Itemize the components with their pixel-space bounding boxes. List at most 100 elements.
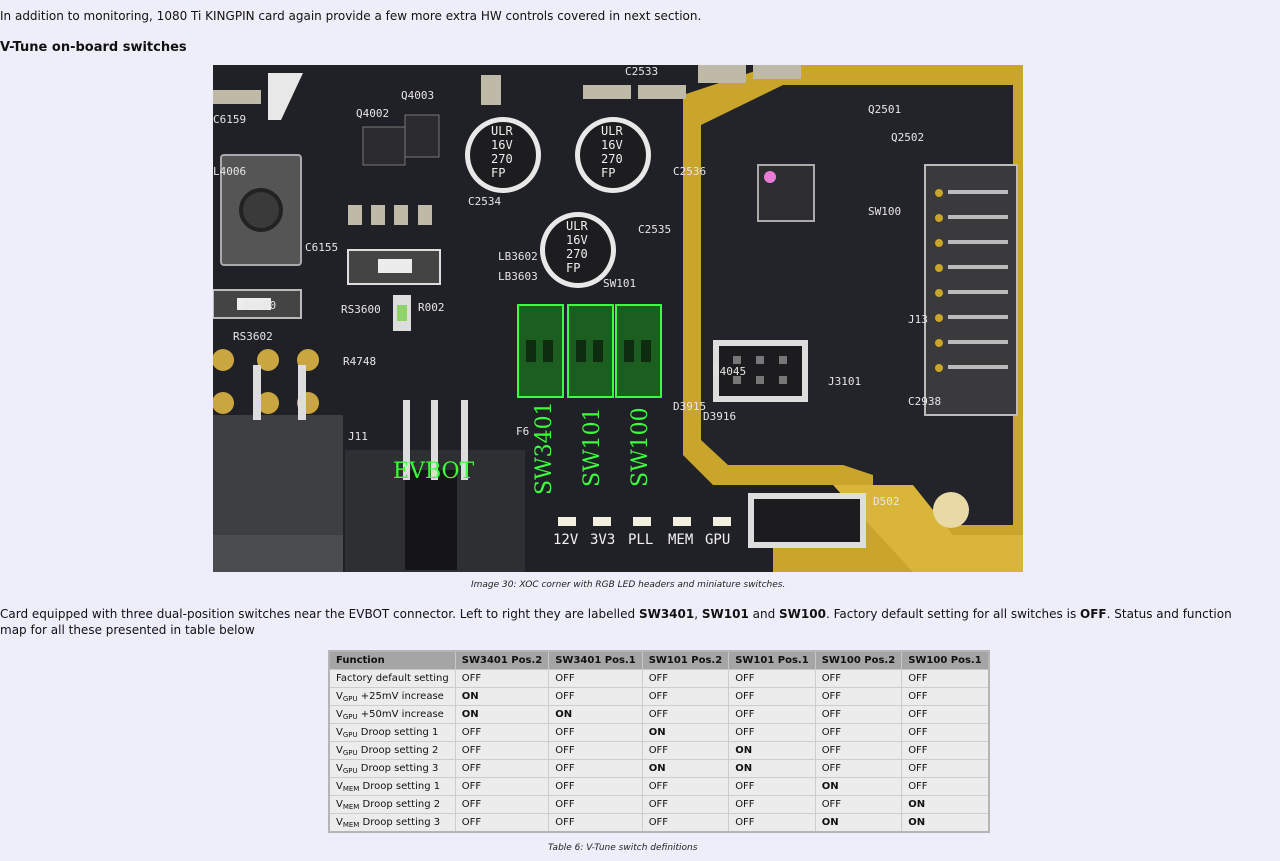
function-cell: VMEM Droop setting 3 (328, 813, 456, 833)
silk-label: R4748 (343, 355, 376, 368)
silk-label: Q4045 (713, 365, 746, 378)
image-caption: Image 30: XOC corner with RGB LED header… (471, 580, 786, 590)
switch-state-cell: OFF (814, 705, 903, 724)
silk-label: C2536 (673, 165, 706, 178)
silk-labels: C6159Q4003Q4002C2533Q2501Q2502L4006C6155… (213, 65, 941, 508)
switch-state-cell: OFF (454, 669, 550, 688)
function-cell: VGPU +25mV increase (328, 687, 456, 706)
switch-state-cell: OFF (454, 813, 550, 833)
switch-state-cell: ON (901, 795, 990, 814)
switch-state-cell: OFF (901, 777, 990, 796)
off-ref: OFF (1080, 607, 1107, 621)
silk-label: Q4002 (356, 107, 389, 120)
silk-label: J13 (908, 313, 928, 326)
switch-state-cell: OFF (641, 795, 730, 814)
switch-state-cell: OFF (814, 687, 903, 706)
switch-state-cell: OFF (728, 687, 816, 706)
column-header: SW101 Pos.1 (728, 650, 816, 670)
function-cell: VGPU Droop setting 1 (328, 723, 456, 742)
switch-state-cell: OFF (454, 777, 550, 796)
switch-state-cell: OFF (454, 741, 550, 760)
switch-state-cell: OFF (728, 795, 816, 814)
column-header: Function (328, 650, 456, 670)
switch-state-cell: ON (814, 777, 903, 796)
silk-label: C2533 (625, 65, 658, 78)
silk-label: J4600 (243, 299, 276, 312)
switch-state-cell: ON (454, 687, 550, 706)
silk-label: C2534 (468, 195, 501, 208)
switch-state-cell: ON (548, 705, 643, 724)
switch-state-cell: ON (901, 813, 990, 833)
switch-state-cell: ON (641, 723, 730, 742)
switch-state-cell: OFF (548, 759, 643, 778)
column-header: SW3401 Pos.1 (548, 650, 643, 670)
switch-state-cell: OFF (901, 705, 990, 724)
switch-state-cell: OFF (548, 813, 643, 833)
sw3401-ref: SW3401 (638, 607, 695, 621)
column-header: SW100 Pos.1 (901, 650, 990, 670)
function-cell: VGPU +50mV increase (328, 705, 456, 724)
switch-state-cell: OFF (454, 723, 550, 742)
silk-label: D502 (873, 495, 900, 508)
table-caption: Table 6: V-Tune switch definitions (548, 843, 698, 853)
silk-label: C2535 (638, 223, 671, 236)
function-cell: VMEM Droop setting 1 (328, 777, 456, 796)
section-heading: V-Tune on-board switches (0, 40, 187, 55)
switch-state-cell: OFF (901, 759, 990, 778)
switch-state-cell: ON (641, 759, 730, 778)
silk-label: SW101 (603, 277, 636, 290)
switch-state-cell: OFF (641, 741, 730, 760)
switch-state-cell: OFF (641, 669, 730, 688)
sw100-label: SW100 (628, 407, 653, 487)
rail-label: MEM (668, 532, 693, 548)
switch-state-cell: OFF (641, 687, 730, 706)
switch-state-cell: OFF (548, 723, 643, 742)
switch-state-cell: OFF (728, 813, 816, 833)
silk-label: Q4003 (401, 89, 434, 102)
switch-state-cell: OFF (814, 795, 903, 814)
switch-state-cell: OFF (728, 777, 816, 796)
silk-label: C6155 (305, 241, 338, 254)
switch-state-cell: OFF (728, 705, 816, 724)
silk-label: RS3602 (233, 330, 273, 343)
rail-label: 12V (553, 532, 579, 548)
switch-state-cell: OFF (814, 741, 903, 760)
column-header: SW101 Pos.2 (641, 650, 730, 670)
switch-state-cell: OFF (548, 777, 643, 796)
switch-state-cell: ON (728, 759, 816, 778)
function-cell: VGPU Droop setting 3 (328, 759, 456, 778)
intro-text: In addition to monitoring, 1080 Ti KINGP… (0, 9, 702, 23)
switch-state-cell: OFF (814, 723, 903, 742)
sw101-ref: SW101 (701, 607, 749, 621)
switch-state-cell: OFF (454, 759, 550, 778)
silk-label: D3916 (703, 410, 736, 423)
silk-label: C6159 (213, 113, 246, 126)
sw101-label: SW101 (580, 407, 605, 487)
switch-state-cell: OFF (728, 669, 816, 688)
switch-state-cell: OFF (901, 723, 990, 742)
rail-label: GPU (705, 532, 730, 548)
sw3401-label: SW3401 (532, 401, 557, 495)
switch-state-cell: ON (454, 705, 550, 724)
silk-label: C2938 (908, 395, 941, 408)
function-cell: VMEM Droop setting 2 (328, 795, 456, 814)
silk-label: Q2501 (868, 103, 901, 116)
silk-label: SW100 (868, 205, 901, 218)
silk-label: J3101 (828, 375, 861, 388)
rail-label: PLL (628, 532, 653, 548)
switch-state-cell: OFF (548, 669, 643, 688)
silk-label: RS3600 (341, 303, 381, 316)
function-cell: VGPU Droop setting 2 (328, 741, 456, 760)
